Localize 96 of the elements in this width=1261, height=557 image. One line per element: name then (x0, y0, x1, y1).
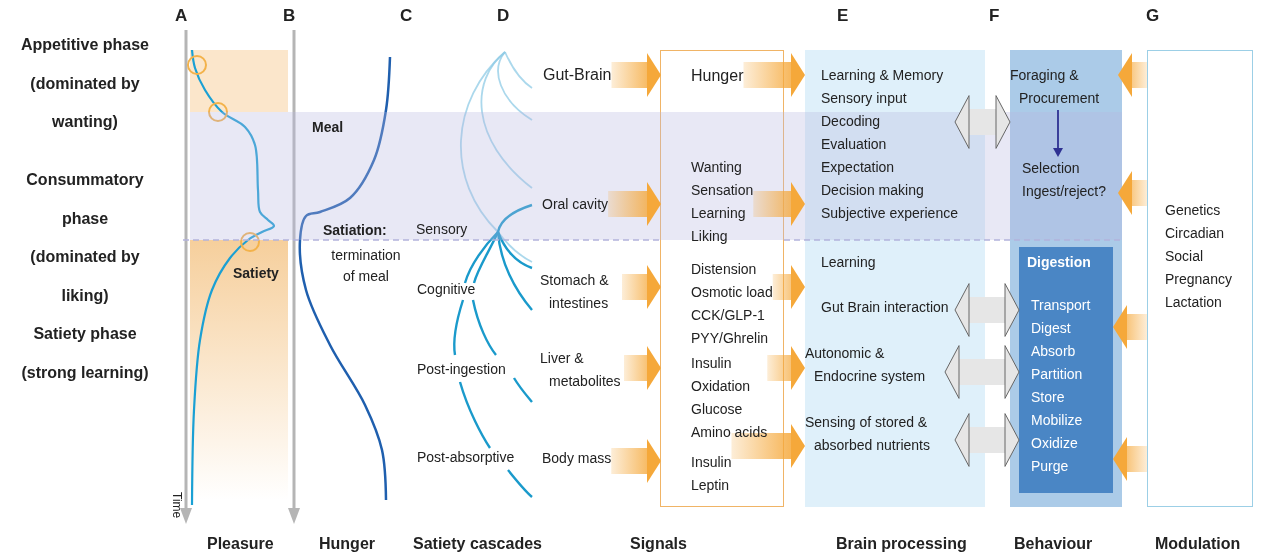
brain-processing-panel (805, 50, 985, 507)
signal-source-label: Gut-Brain (543, 63, 612, 86)
block-arrow (622, 265, 661, 309)
brain-process-item: Decision making (821, 181, 925, 200)
modulation-factor: Genetics (1165, 201, 1222, 220)
phase-label: Satiety phase (strong learning) (20, 324, 150, 383)
signal-item: Insulin (691, 453, 732, 472)
signal-item: Glucose (691, 400, 744, 419)
block-arrow (767, 346, 805, 390)
block-arrow (1113, 305, 1147, 349)
double-block-arrow (954, 95, 1011, 149)
brain-process-item: Autonomic & Endocrine system (805, 342, 945, 388)
column-letter: C (400, 6, 413, 26)
column-title: Modulation (1155, 535, 1241, 553)
signal-item: Amino acids (691, 423, 768, 442)
behaviour-panel (1010, 50, 1122, 507)
brain-process-item: Decoding (821, 112, 882, 131)
annotation-label: Satiation: (323, 222, 387, 238)
block-arrow (1118, 171, 1147, 215)
signal-item: Distension (691, 260, 758, 279)
modulation-panel (1147, 50, 1253, 507)
brain-process-item: Sensing of stored & absorbed nutrients (805, 411, 955, 457)
column-title: Behaviour (1014, 535, 1093, 553)
block-arrow (624, 346, 661, 390)
digestion-heading: Digestion (1027, 253, 1092, 272)
annotation-label: Meal (312, 119, 344, 135)
brain-process-item: Expectation (821, 158, 896, 177)
digestion-step: Mobilize (1027, 409, 1113, 432)
brain-process-item: Sensory input (821, 89, 908, 108)
cascade-label: Post-ingestion (417, 361, 506, 377)
digestion-step: Partition (1027, 363, 1113, 386)
behaviour-item: Foraging & Procurement (1010, 64, 1118, 110)
signal-item: Wanting (691, 158, 743, 177)
column-title: Hunger (319, 535, 375, 553)
column-title: Brain processing (836, 535, 967, 553)
phase-label: Appetitive phase (dominated by wanting) (20, 35, 150, 132)
axis-label: Time (170, 492, 184, 519)
digestion-step: Purge (1027, 455, 1113, 478)
signals-panel (660, 50, 784, 507)
annotation-label: termination of meal (330, 246, 402, 286)
digestion-step: Store (1027, 386, 1113, 409)
digestion-step: Digest (1027, 317, 1113, 340)
signal-item: Oxidation (691, 377, 752, 396)
column-letter: A (175, 6, 188, 26)
signal-source-label: Body mass (542, 447, 612, 470)
signal-source-label: Liver & metabolites (540, 347, 624, 393)
signal-source-label: Oral cavity (542, 193, 609, 216)
phase-label: Consummatory phase (dominated by liking) (25, 170, 145, 306)
signal-item: Osmotic load (691, 283, 773, 302)
column-title: Signals (630, 535, 687, 553)
brain-process-item: Learning & Memory (821, 66, 945, 85)
annotation-label: Satiety (233, 265, 279, 281)
double-block-arrow (954, 283, 1020, 337)
cascade-label: Post-absorptive (417, 449, 515, 465)
signal-source-label: Stomach & intestines (540, 269, 622, 315)
block-arrow (753, 182, 805, 226)
signal-item: Learning (691, 204, 747, 223)
cascade-label: Sensory (416, 221, 468, 237)
column-title: Pleasure (207, 535, 274, 553)
signal-item: Hunger (661, 64, 744, 87)
brain-process-item: Evaluation (821, 135, 888, 154)
signal-item: Liking (691, 227, 729, 246)
double-block-arrow (944, 345, 1020, 399)
signal-item: Leptin (691, 476, 731, 495)
block-arrow (772, 265, 805, 309)
block-arrow (1113, 437, 1147, 481)
digestion-panel (1019, 247, 1113, 493)
block-arrow (611, 53, 661, 97)
modulation-factor: Lactation (1165, 293, 1223, 312)
digestion-step: Oxidize (1027, 432, 1113, 455)
behaviour-item: Ingest/reject? (1022, 182, 1108, 201)
signal-item: Sensation (691, 181, 754, 200)
block-arrow (608, 182, 661, 226)
signal-item: PYY/Ghrelin (691, 329, 770, 348)
column-letter: B (283, 6, 296, 26)
signal-item: CCK/GLP-1 (691, 306, 766, 325)
block-arrow (743, 53, 805, 97)
double-block-arrow (954, 413, 1020, 467)
column-letter: G (1146, 6, 1160, 26)
modulation-factor: Social (1165, 247, 1205, 266)
signal-item: Insulin (691, 354, 733, 373)
modulation-factor: Pregnancy (1165, 270, 1233, 289)
digestion-step: Absorb (1027, 340, 1113, 363)
column-letter: D (497, 6, 510, 26)
digestion-step: Transport (1027, 294, 1113, 317)
block-arrow (1118, 53, 1147, 97)
column-letter: E (837, 6, 849, 26)
cascade-label: Cognitive (417, 281, 476, 297)
brain-process-item: Learning (821, 253, 877, 272)
brain-process-item: Gut Brain interaction (821, 298, 950, 317)
column-title: Satiety cascades (413, 535, 542, 553)
behaviour-item: Selection (1022, 159, 1081, 178)
modulation-factor: Circadian (1165, 224, 1226, 243)
block-arrow (731, 424, 805, 468)
column-letter: F (989, 6, 1000, 26)
arrow (1053, 109, 1063, 157)
